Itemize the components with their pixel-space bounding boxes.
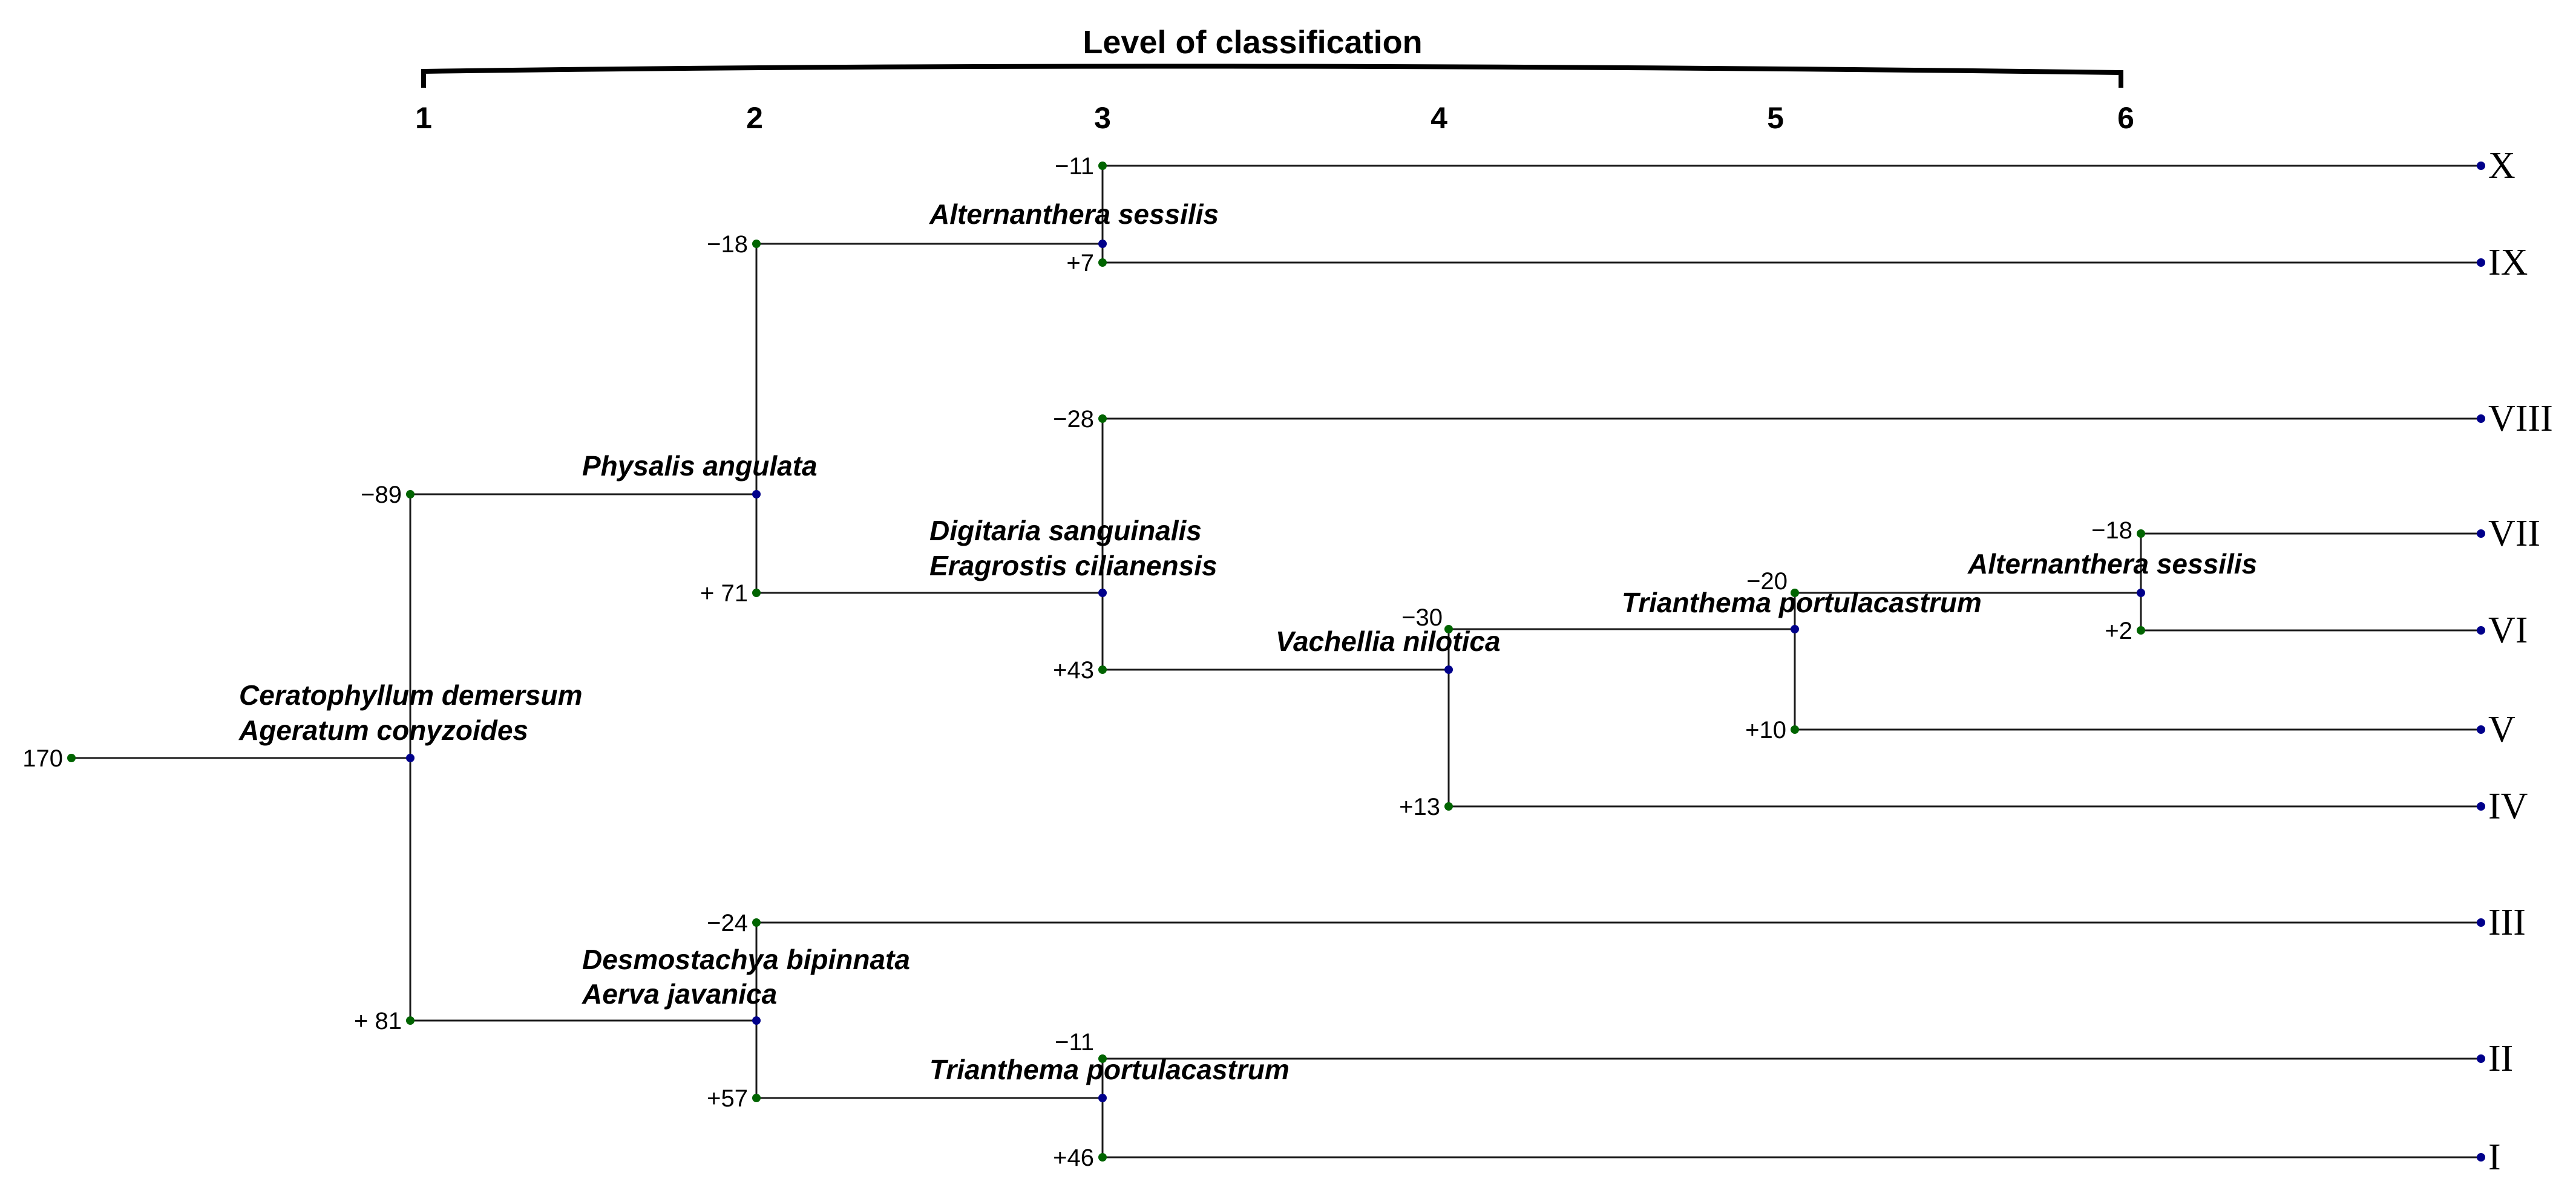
node-split-s7 xyxy=(2137,589,2145,597)
node-split-s4 xyxy=(1098,589,1107,597)
s6-species-1: Trianthema portulacastrum xyxy=(1622,587,1982,618)
group-label-IV: IV xyxy=(2488,786,2528,827)
s7-species-1: Alternanthera sessilis xyxy=(1967,548,2257,580)
s3-species-1: Alternanthera sessilis xyxy=(929,198,1219,230)
node-split-s3 xyxy=(1098,240,1107,248)
node-s6-lower xyxy=(1791,725,1799,734)
s7-upper-value: −18 xyxy=(2091,517,2132,544)
s1-species-2: Ageratum conyzoides xyxy=(238,714,528,746)
node-s4-upper xyxy=(1098,414,1107,423)
node-end-X xyxy=(2477,162,2485,170)
s8-upper-value: −24 xyxy=(707,910,748,936)
node-s4-lower xyxy=(1098,665,1107,674)
s4-lower-value: +43 xyxy=(1053,657,1094,684)
s1-upper-value: −89 xyxy=(361,482,402,508)
root-value: 170 xyxy=(22,745,63,772)
level-label-6: 6 xyxy=(2117,101,2134,135)
node-split-s8 xyxy=(752,1016,761,1025)
node-root xyxy=(67,754,76,762)
group-label-VIII: VIII xyxy=(2488,398,2553,439)
group-label-II: II xyxy=(2488,1038,2513,1079)
group-label-I: I xyxy=(2488,1137,2501,1178)
tree-nodes xyxy=(67,162,2485,1162)
node-s1-upper xyxy=(406,490,415,498)
node-end-V xyxy=(2477,725,2485,734)
s4-upper-value: −28 xyxy=(1053,406,1094,433)
s3-lower-value: +7 xyxy=(1066,250,1094,276)
node-s8-upper xyxy=(752,918,761,927)
node-end-I xyxy=(2477,1153,2485,1162)
group-label-IX: IX xyxy=(2488,242,2528,283)
node-s9-lower xyxy=(1098,1153,1107,1162)
node-s9-upper xyxy=(1098,1054,1107,1063)
level-label-1: 1 xyxy=(415,101,432,135)
s8-species-2: Aerva javanica xyxy=(582,978,777,1010)
node-split-s5 xyxy=(1444,665,1453,674)
group-label-VII: VII xyxy=(2488,513,2540,554)
group-labels: X IX VIII VII VI V IV III II I xyxy=(2488,145,2553,1178)
s5-species-1: Vachellia nilotica xyxy=(1276,626,1501,657)
node-s3-upper xyxy=(1098,162,1107,170)
s9-species-1: Trianthema portulacastrum xyxy=(929,1054,1290,1085)
s9-lower-value: +46 xyxy=(1053,1145,1094,1171)
s4-species-1: Digitaria sanguinalis xyxy=(929,515,1202,546)
s6-upper-value: −20 xyxy=(1746,568,1788,595)
node-end-VIII xyxy=(2477,414,2485,423)
group-label-III: III xyxy=(2488,902,2526,943)
diagram-title: Level of classification xyxy=(1083,24,1422,60)
node-s3-lower xyxy=(1098,258,1107,267)
node-end-III xyxy=(2477,918,2485,927)
node-split-s2 xyxy=(752,490,761,498)
node-end-IV xyxy=(2477,802,2485,811)
node-s7-lower xyxy=(2137,626,2145,635)
node-split-s9 xyxy=(1098,1094,1107,1102)
node-s5-lower xyxy=(1444,802,1453,811)
s2-species-1: Physalis angulata xyxy=(582,450,818,482)
node-end-VI xyxy=(2477,626,2485,635)
group-label-V: V xyxy=(2488,709,2515,750)
node-s2-lower xyxy=(752,589,761,597)
node-split-s1 xyxy=(406,754,415,762)
level-scale-bar xyxy=(421,64,2123,88)
s7-lower-value: +2 xyxy=(2105,618,2132,644)
node-end-II xyxy=(2477,1054,2485,1063)
s6-lower-value: +10 xyxy=(1745,717,1786,743)
node-s2-upper xyxy=(752,240,761,248)
level-label-2: 2 xyxy=(746,101,763,135)
s2-upper-value: −18 xyxy=(707,231,748,258)
s8-lower-value: +57 xyxy=(707,1085,748,1112)
node-s8-lower xyxy=(752,1094,761,1102)
indicator-species: Ceratophyllum demersum Ageratum conyzoid… xyxy=(238,198,2257,1085)
s5-lower-value: +13 xyxy=(1399,794,1440,820)
s2-lower-value: + 71 xyxy=(700,580,748,607)
s8-species-1: Desmostachya bipinnata xyxy=(582,944,910,975)
level-label-5: 5 xyxy=(1767,101,1784,135)
s1-species-1: Ceratophyllum demersum xyxy=(239,679,582,711)
level-label-3: 3 xyxy=(1094,101,1111,135)
node-end-VII xyxy=(2477,529,2485,538)
tree-edges xyxy=(71,165,2481,1158)
node-s7-upper xyxy=(2137,529,2145,538)
node-values: 170 −89 + 81 −18 + 71 −11 +7 −28 +43 −30… xyxy=(22,153,2132,1171)
s4-species-2: Eragrostis cilianensis xyxy=(929,550,1218,581)
node-s1-lower xyxy=(406,1016,415,1025)
node-end-IX xyxy=(2477,258,2485,267)
s1-lower-value: + 81 xyxy=(354,1008,402,1034)
s9-upper-value: −11 xyxy=(1055,1029,1094,1056)
group-label-X: X xyxy=(2488,145,2515,186)
level-label-4: 4 xyxy=(1431,101,1447,135)
node-split-s6 xyxy=(1791,625,1799,633)
group-label-VI: VI xyxy=(2488,610,2528,651)
s5-upper-value: −30 xyxy=(1401,604,1443,631)
s3-upper-value: −11 xyxy=(1055,153,1094,180)
node-s6-upper xyxy=(1791,589,1799,597)
node-s5-upper xyxy=(1444,625,1453,633)
